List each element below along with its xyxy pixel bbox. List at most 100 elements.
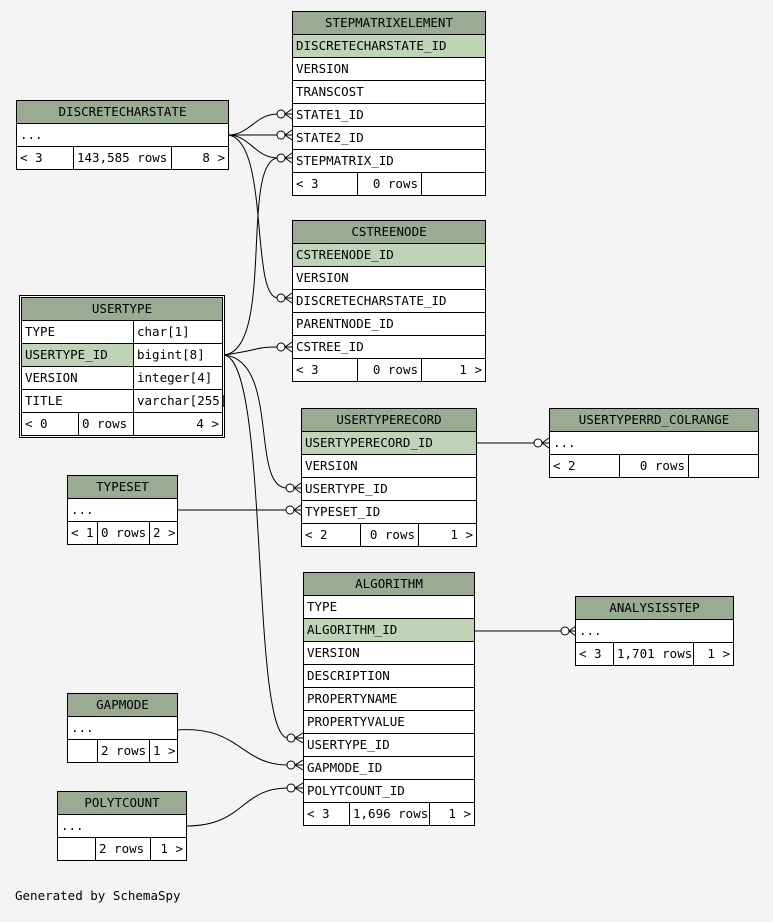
row-count: 0 rows	[357, 173, 421, 195]
column[interactable]: PARENTNODE_ID	[296, 316, 394, 331]
column[interactable]: STEPMATRIX_ID	[296, 153, 394, 168]
edge-usertype-stepmatrixelement	[223, 157, 279, 356]
parents-link[interactable]: < 3	[296, 176, 319, 191]
table-stepmatrixelement[interactable]: STEPMATRIXELEMENT DISCRETECHARSTATE_ID V…	[292, 11, 486, 196]
parents-link[interactable]: < 1	[71, 525, 94, 540]
column-type: bigint[8]	[133, 344, 222, 366]
table-usertyperrd-colrange[interactable]: USERTYPERRD_COLRANGE ... < 2 0 rows	[549, 408, 759, 478]
table-usertyperecord[interactable]: USERTYPERECORD USERTYPERECORD_ID VERSION…	[301, 408, 477, 547]
column: ...	[20, 127, 43, 142]
column[interactable]: STATE1_ID	[296, 107, 364, 122]
column[interactable]: POLYTCOUNT_ID	[307, 783, 405, 798]
column[interactable]: USERTYPE_ID	[305, 481, 388, 496]
row-count: 143,585 rows	[73, 147, 171, 169]
column[interactable]: VERSION	[296, 61, 349, 76]
table-header[interactable]: POLYTCOUNT	[58, 792, 186, 814]
edge-usertype-algorithm	[223, 354, 289, 739]
children-link[interactable]: 4 >	[133, 413, 222, 435]
column: ...	[71, 720, 94, 735]
table-gapmode[interactable]: GAPMODE ... 2 rows 1 >	[67, 693, 178, 763]
edge-polytcount-algorithm	[185, 787, 289, 827]
children-link[interactable]: 8 >	[171, 147, 228, 169]
table-polytcount[interactable]: POLYTCOUNT ... 2 rows 1 >	[57, 791, 187, 861]
row-count: 0 rows	[619, 455, 688, 477]
column-type: char[1]	[133, 321, 222, 343]
pk-column[interactable]: DISCRETECHARSTATE_ID	[296, 38, 447, 53]
table-header[interactable]: DISCRETECHARSTATE	[17, 101, 228, 123]
edge-usertype-cstreenode	[223, 346, 279, 356]
pk-column-name[interactable]: USERTYPE_ID	[22, 344, 133, 366]
crowsfoot-markers	[276, 108, 577, 794]
table-header[interactable]: TYPESET	[68, 476, 177, 498]
column[interactable]: VERSION	[307, 645, 360, 660]
column-type: integer[4]	[133, 367, 222, 389]
children-link[interactable]: 1 >	[421, 359, 485, 381]
parents-link[interactable]: < 3	[307, 806, 330, 821]
children-link[interactable]: 1 >	[418, 524, 476, 546]
column: ...	[61, 818, 84, 833]
pk-column[interactable]: ALGORITHM_ID	[307, 622, 398, 637]
table-header[interactable]: GAPMODE	[68, 694, 177, 716]
children-link[interactable]: 1 >	[429, 803, 474, 825]
parents-link[interactable]: < 2	[305, 527, 328, 542]
row-count: 0 rows	[357, 359, 421, 381]
row-count: 0 rows	[78, 413, 133, 435]
children-link[interactable]: 1 >	[150, 838, 186, 860]
column-name[interactable]: TITLE	[25, 393, 63, 408]
pk-column[interactable]: CSTREENODE_ID	[296, 247, 394, 262]
parents-link[interactable]	[58, 838, 95, 860]
table-header[interactable]: USERTYPE	[22, 298, 222, 320]
table-usertype[interactable]: USERTYPE TYPE char[1] USERTYPE_ID bigint…	[19, 295, 227, 438]
column[interactable]: PROPERTYNAME	[307, 691, 398, 706]
table-algorithm[interactable]: ALGORITHM TYPE ALGORITHM_ID VERSION DESC…	[303, 572, 475, 826]
column-name[interactable]: VERSION	[25, 370, 78, 385]
column[interactable]: DISCRETECHARSTATE_ID	[296, 293, 447, 308]
table-cstreenode[interactable]: CSTREENODE CSTREENODE_ID VERSION DISCRET…	[292, 220, 486, 382]
parents-link[interactable]: < 3	[579, 646, 602, 661]
table-discretecharstate[interactable]: DISCRETECHARSTATE ... < 3 143,585 rows 8…	[16, 100, 229, 170]
children-link[interactable]: 2 >	[149, 522, 177, 544]
row-count: 1,701 rows	[613, 643, 693, 665]
table-header[interactable]: ANALYSISSTEP	[576, 597, 733, 619]
parents-link[interactable]: < 0	[25, 416, 48, 431]
column[interactable]: CSTREE_ID	[296, 339, 364, 354]
edge-discretecharstate-cstreenode	[227, 134, 279, 299]
column[interactable]: GAPMODE_ID	[307, 760, 383, 775]
generated-by-footer: Generated by SchemaSpy	[15, 888, 181, 903]
column[interactable]: VERSION	[296, 270, 349, 285]
children-link[interactable]: 1 >	[149, 740, 177, 762]
row-count: 0 rows	[360, 524, 418, 546]
pk-column[interactable]: USERTYPERECORD_ID	[305, 435, 433, 450]
column-name[interactable]: TYPE	[25, 324, 56, 339]
column[interactable]: DESCRIPTION	[307, 668, 390, 683]
parents-link[interactable]: < 3	[296, 362, 319, 377]
table-typeset[interactable]: TYPESET ... < 1 0 rows 2 >	[67, 475, 178, 545]
table-header[interactable]: ALGORITHM	[304, 573, 474, 595]
table-header[interactable]: USERTYPERRD_COLRANGE	[550, 409, 758, 431]
column[interactable]: TRANSCOST	[296, 84, 364, 99]
table-header[interactable]: STEPMATRIXELEMENT	[293, 12, 485, 34]
table-header[interactable]: USERTYPERECORD	[302, 409, 476, 431]
column: ...	[553, 435, 576, 450]
column[interactable]: TYPE	[307, 599, 338, 614]
column: ...	[579, 623, 602, 638]
edge-discretecharstate-stepmatrixelement	[227, 113, 279, 159]
row-count: 1,696 rows	[349, 803, 429, 825]
column[interactable]: TYPESET_ID	[305, 504, 381, 519]
table-header[interactable]: CSTREENODE	[293, 221, 485, 243]
column[interactable]: PROPERTYVALUE	[307, 714, 405, 729]
column[interactable]: USERTYPE_ID	[307, 737, 390, 752]
children-link[interactable]: 1 >	[693, 643, 733, 665]
row-count: 0 rows	[97, 522, 149, 544]
children-link[interactable]	[688, 455, 758, 477]
parents-link[interactable]	[68, 740, 97, 762]
parents-link[interactable]: < 3	[20, 150, 43, 165]
column[interactable]: VERSION	[305, 458, 358, 473]
edge-usertype-usertyperecord	[223, 354, 288, 489]
children-link[interactable]	[421, 173, 485, 195]
parents-link[interactable]: < 2	[553, 458, 576, 473]
column[interactable]: STATE2_ID	[296, 130, 364, 145]
edge-gapmode-algorithm	[175, 729, 289, 766]
row-count: 2 rows	[95, 838, 150, 860]
table-analysisstep[interactable]: ANALYSISSTEP ... < 3 1,701 rows 1 >	[575, 596, 734, 666]
